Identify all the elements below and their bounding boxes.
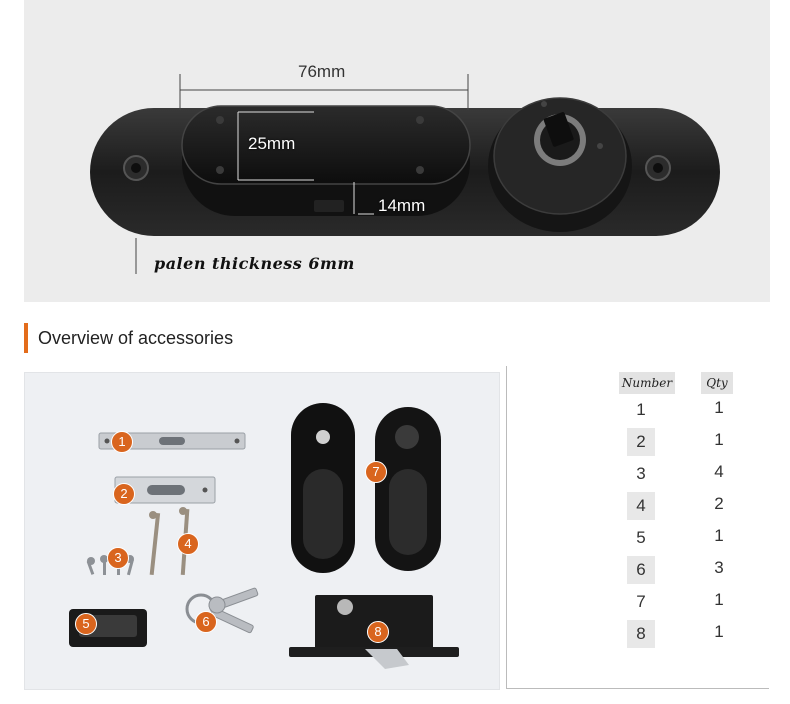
cell-number: 1 xyxy=(636,400,646,419)
thumb-turn xyxy=(543,112,574,147)
cell-number: 3 xyxy=(636,464,646,483)
cell-qty: 1 xyxy=(714,398,724,417)
badge-7: 7 xyxy=(365,461,387,483)
cell-qty: 2 xyxy=(714,494,724,513)
section-title: Overview of accessories xyxy=(38,327,234,348)
cell-qty: 1 xyxy=(714,430,724,449)
pull-cover xyxy=(181,105,471,185)
dim-label-length: 76mm xyxy=(298,62,346,81)
dim-label-height: 25mm xyxy=(248,134,296,153)
column-header-number: Number xyxy=(619,372,675,394)
badge-4: 4 xyxy=(177,533,199,555)
cell-number: 6 xyxy=(627,556,655,584)
cell-number: 4 xyxy=(627,492,655,520)
dim-label-depth: 14mm xyxy=(378,196,426,215)
cell-qty: 1 xyxy=(714,590,724,609)
badge-1: 1 xyxy=(111,431,133,453)
badge-6: 6 xyxy=(195,611,217,633)
accessories-illustration xyxy=(69,403,459,669)
heading-accent-bar xyxy=(24,323,28,353)
badge-5: 5 xyxy=(75,613,97,635)
cell-number: 7 xyxy=(636,592,646,611)
cell-number: 8 xyxy=(627,620,655,648)
cell-number: 5 xyxy=(636,528,646,547)
cell-qty: 3 xyxy=(714,558,724,577)
keys xyxy=(185,587,259,634)
cell-qty: 1 xyxy=(714,526,724,545)
column-header-qty: Qty xyxy=(701,372,733,394)
section-heading: Overview of accessories xyxy=(24,322,233,354)
thickness-caption: palen thickness 6mm xyxy=(154,254,355,273)
cell-number: 2 xyxy=(627,428,655,456)
accessories-photo-panel: 1 2 3 4 5 6 7 8 xyxy=(24,372,500,690)
lock-plate-illustration xyxy=(90,74,720,274)
cell-qty: 4 xyxy=(714,462,724,481)
badge-2: 2 xyxy=(113,483,135,505)
lock-hook xyxy=(365,649,409,669)
badge-8: 8 xyxy=(367,621,389,643)
badge-3: 3 xyxy=(107,547,129,569)
cell-qty: 1 xyxy=(714,622,724,641)
product-photo-panel: 76mm 25mm 14mm palen thickness 6mm xyxy=(24,0,770,302)
accessories-table: Number Qty 1 1 2 1 3 4 4 2 5 1 6 3 7 1 8… xyxy=(506,366,769,689)
